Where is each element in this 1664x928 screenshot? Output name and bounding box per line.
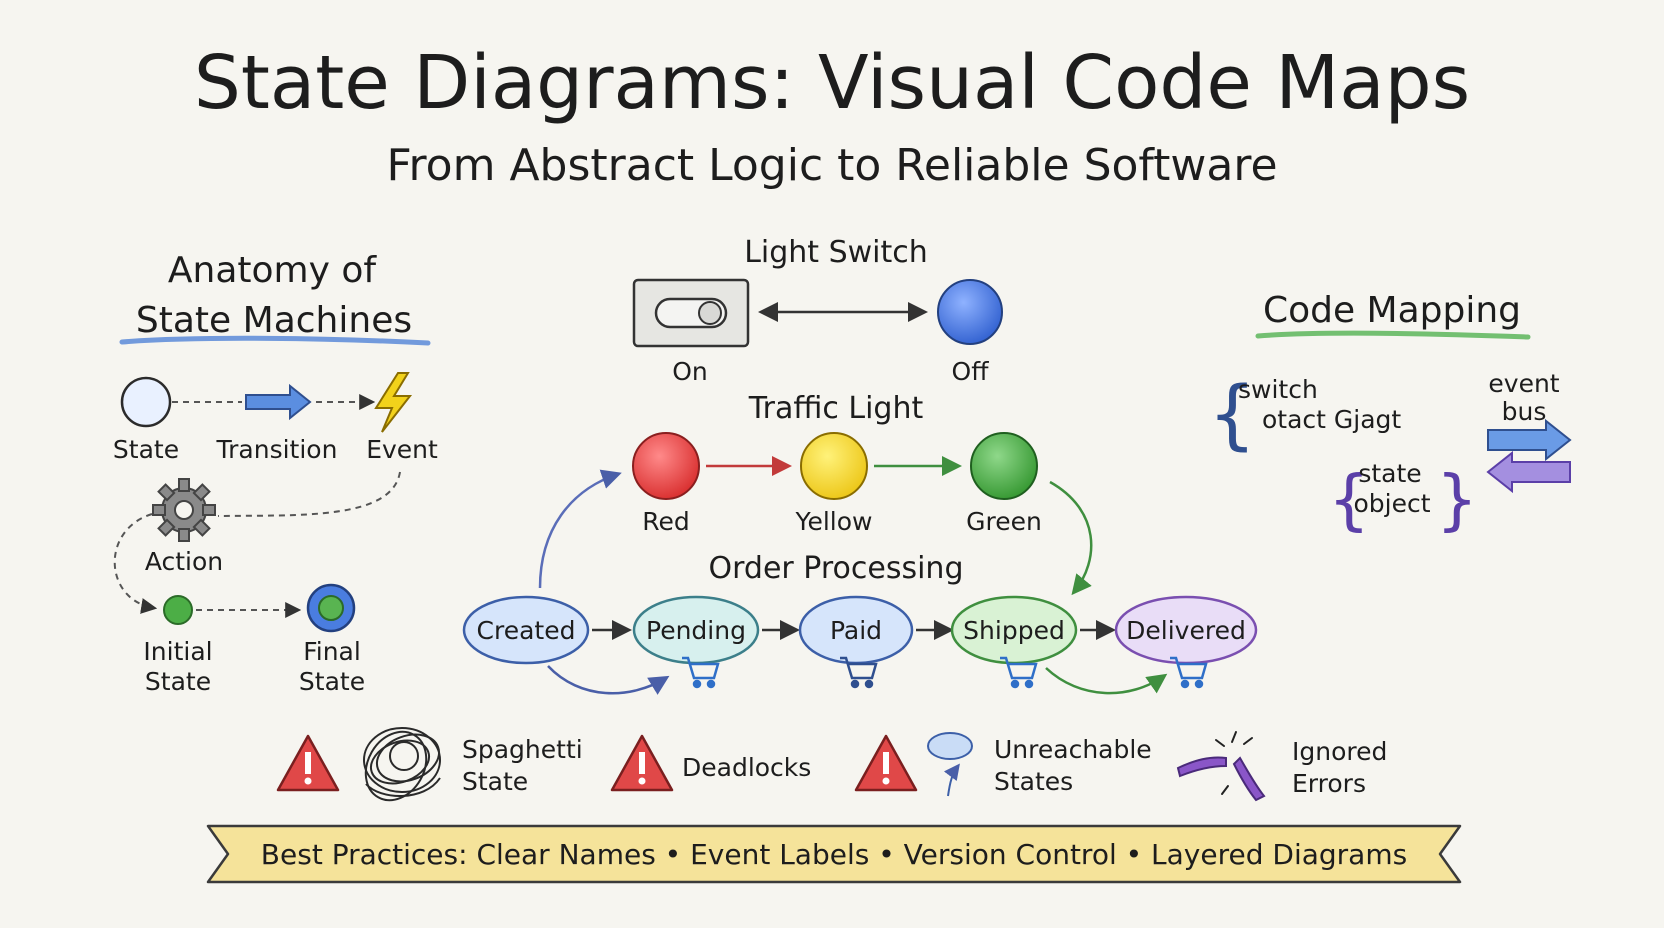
banner-text: Best Practices: Clear Names • Event Labe…: [261, 838, 1407, 871]
warning-icon: [854, 734, 918, 792]
transition-arrow-icon: [245, 383, 312, 421]
brace-open-icon: {: [1208, 369, 1256, 458]
initial-state-icon: [163, 595, 193, 625]
label-shipped: Shipped: [963, 616, 1065, 645]
dashed-connector: [217, 471, 401, 517]
off-bulb-icon: [937, 279, 1003, 345]
brace-open-icon: {: [1328, 461, 1370, 538]
label-off: Off: [952, 357, 990, 386]
pitfall-spaghetti-line1: Spaghetti: [462, 735, 583, 764]
code-event-line2: bus: [1502, 397, 1547, 426]
state-created: [462, 595, 590, 665]
created-to-red-arrow: [538, 469, 622, 589]
best-practices-banner: Best Practices: Clear Names • Event Labe…: [206, 824, 1462, 884]
pitfalls-section: Spaghetti State Deadlocks Unreachable St…: [276, 727, 1387, 802]
anatomy-underline: [119, 335, 431, 346]
label-green: Green: [966, 507, 1042, 536]
label-initial-state-line2: State: [145, 667, 211, 696]
shopping-cart-icon: [682, 656, 720, 689]
label-final-state-line1: Final: [303, 637, 361, 666]
label-transition: Transition: [216, 435, 338, 464]
pitfall-ignored-line1: Ignored: [1292, 737, 1387, 766]
red-light-icon: [632, 432, 700, 500]
switch-knob-icon: [698, 301, 722, 325]
shipped-to-delivered-arrow: [1045, 667, 1168, 695]
code-switch-line2: otact Gjagt: [1262, 405, 1401, 434]
anatomy-heading-line2: State Machines: [136, 300, 412, 341]
gear-icon: [152, 478, 216, 542]
pitfall-deadlocks: Deadlocks: [682, 753, 811, 782]
state-symbol-icon: [120, 376, 172, 428]
event-bus-right-arrow-icon: [1487, 418, 1572, 462]
traffic-light-heading: Traffic Light: [748, 391, 924, 426]
code-state-line2: object: [1353, 489, 1430, 518]
pitfall-ignored-line2: Errors: [1292, 769, 1366, 798]
label-pending: Pending: [646, 616, 746, 645]
order-processing-heading: Order Processing: [709, 551, 964, 586]
label-on: On: [672, 357, 708, 386]
warning-icon: [610, 734, 674, 792]
pitfall-unreachable-line1: Unreachable: [994, 735, 1152, 764]
code-state-line1: state: [1358, 459, 1421, 488]
broken-link-icon: [1176, 731, 1266, 802]
code-mapping-section: Code Mapping { switch otact Gjagt event …: [1208, 290, 1572, 538]
label-final-state-line2: State: [299, 667, 365, 696]
lightning-icon: [374, 372, 413, 433]
final-state-inner-icon: [318, 595, 344, 621]
yellow-light-icon: [800, 432, 868, 500]
code-event-line1: event: [1488, 369, 1559, 398]
light-switch-section: Light Switch On Off: [632, 235, 1003, 386]
anatomy-section: Anatomy of State Machines State Transiti…: [113, 250, 438, 696]
warning-icon: [276, 734, 340, 792]
shopping-cart-icon: [1000, 656, 1038, 689]
code-mapping-heading: Code Mapping: [1263, 290, 1521, 331]
label-red: Red: [642, 507, 690, 536]
light-switch-heading: Light Switch: [744, 235, 928, 270]
anatomy-heading-line1: Anatomy of: [168, 250, 377, 291]
unreachable-arrow-icon: [943, 763, 960, 797]
label-action: Action: [145, 547, 223, 576]
unreachable-state-icon: [927, 732, 973, 760]
green-light-icon: [970, 432, 1038, 500]
code-switch-line1: switch: [1238, 375, 1318, 404]
label-paid: Paid: [830, 616, 882, 645]
shopping-cart-icon: [840, 656, 878, 689]
traffic-light-section: Traffic Light Red Yellow Green: [538, 391, 1093, 596]
code-mapping-underline: [1255, 330, 1531, 340]
label-event: Event: [366, 435, 438, 464]
tangle-icon: [363, 727, 441, 802]
event-bus-left-arrow-icon: [1486, 450, 1571, 494]
banner-ribbon: [206, 824, 1462, 884]
created-to-pending-arrow: [547, 665, 670, 695]
dashed-connector: [113, 513, 158, 614]
label-yellow: Yellow: [795, 507, 873, 536]
green-to-shipped-arrow: [1049, 480, 1093, 596]
brace-close-icon: }: [1436, 461, 1478, 538]
label-created: Created: [477, 616, 576, 645]
shopping-cart-icon: [1170, 656, 1208, 689]
page-title: State Diagrams: Visual Code Maps: [194, 40, 1470, 126]
pitfall-spaghetti-line2: State: [462, 767, 528, 796]
label-delivered: Delivered: [1126, 616, 1246, 645]
label-state: State: [113, 435, 179, 464]
pitfall-unreachable-line2: States: [994, 767, 1073, 796]
label-initial-state-line1: Initial: [143, 637, 212, 666]
order-processing-section: Order Processing Created Pending Paid Sh…: [462, 551, 1258, 695]
page-subtitle: From Abstract Logic to Reliable Software: [386, 140, 1277, 191]
